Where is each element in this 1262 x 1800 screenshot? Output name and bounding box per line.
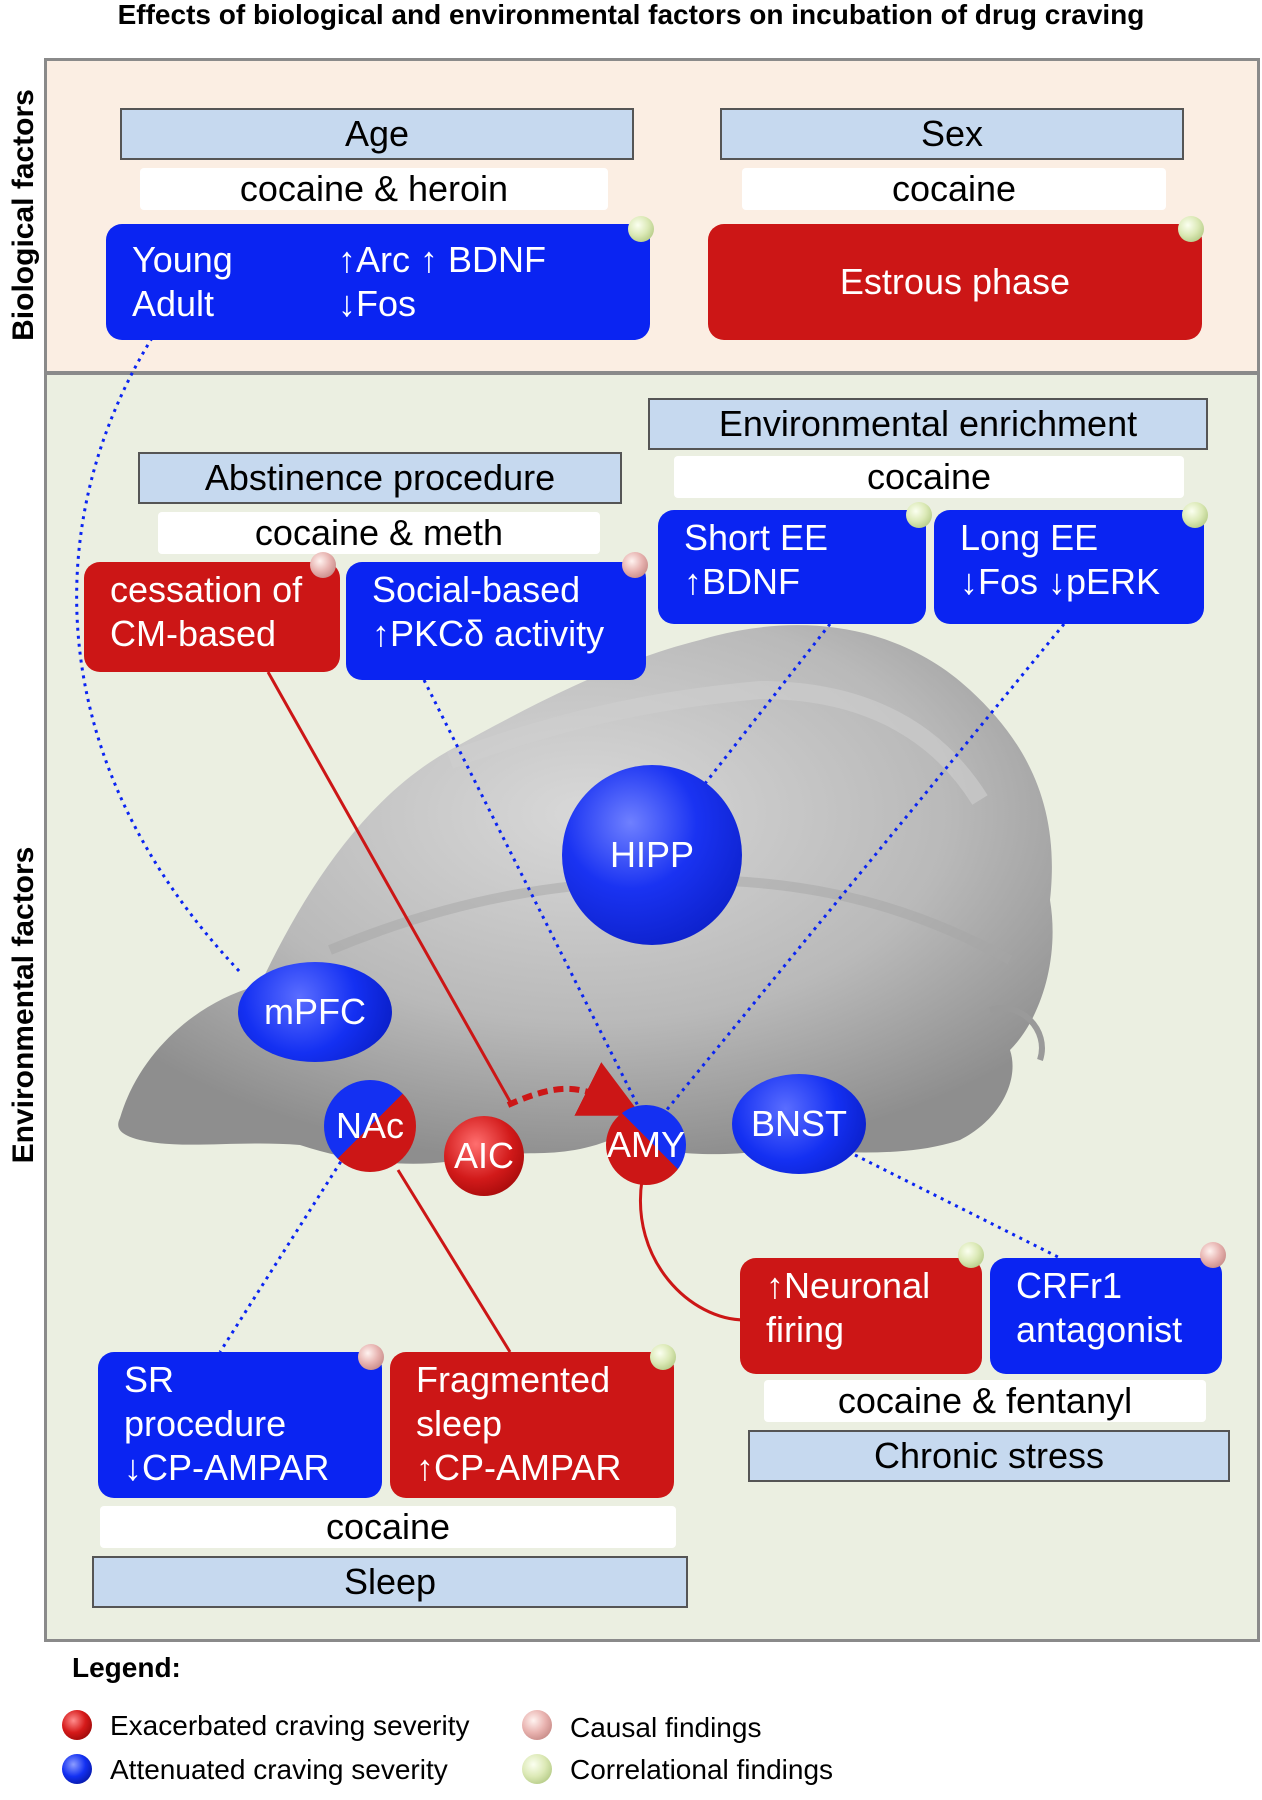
age-correlational-marker bbox=[628, 216, 654, 242]
nac-to-sr-connector bbox=[218, 1154, 347, 1353]
aic-to-amy-arrow bbox=[506, 1062, 642, 1116]
mpfc-region: mPFC bbox=[238, 962, 392, 1062]
causal-legend-label: Causal findings bbox=[570, 1712, 762, 1743]
chronic-stress-header: Chronic stress bbox=[748, 1430, 1230, 1482]
enrichment-header: Environmental enrichment bbox=[648, 398, 1208, 450]
age-markers-text: ↑Arc ↑ BDNF ↓Fos bbox=[338, 239, 547, 324]
hipp-region: HIPP bbox=[562, 765, 742, 945]
age-groups-text: Young Adult bbox=[132, 239, 233, 324]
cm-causal-marker bbox=[310, 552, 336, 578]
exacerbated-legend-swatch bbox=[62, 1710, 92, 1740]
attenuated-legend-label: Attenuated craving severity bbox=[110, 1754, 448, 1785]
long-ee-correlational-marker bbox=[1182, 502, 1208, 528]
age-to-mpfc-connector bbox=[75, 337, 242, 974]
nac-region: NAc bbox=[324, 1080, 416, 1172]
correlational-legend-label: Correlational findings bbox=[570, 1754, 834, 1785]
abstinence-header: Abstinence procedure bbox=[138, 452, 622, 504]
sex-drug-label: cocaine bbox=[742, 168, 1166, 210]
causal-legend-swatch bbox=[522, 1710, 552, 1740]
estrous-phase-box: Estrous phase bbox=[708, 224, 1202, 340]
cm-based-box: cessation of CM-based bbox=[84, 562, 340, 672]
abstinence-drug-label: cocaine & meth bbox=[158, 512, 600, 554]
age-result-box: Young Adult ↑Arc ↑ BDNF ↓Fos bbox=[106, 224, 650, 340]
nac-to-fragmented-connector bbox=[396, 1169, 512, 1353]
stress-drug-label: cocaine & fentanyl bbox=[764, 1380, 1206, 1422]
neuronal-firing-box: ↑Neuronal firing bbox=[740, 1258, 982, 1374]
amy-region: AMY bbox=[606, 1105, 686, 1185]
neuronal-correlational-marker bbox=[958, 1242, 984, 1268]
exacerbated-legend-label: Exacerbated craving severity bbox=[110, 1710, 470, 1741]
short-ee-correlational-marker bbox=[906, 502, 932, 528]
cm-to-aic-connector bbox=[266, 671, 514, 1106]
legend-title: Legend: bbox=[72, 1652, 181, 1683]
short-ee-box: Short EE ↑BDNF bbox=[658, 510, 926, 624]
social-causal-marker bbox=[622, 552, 648, 578]
crfr1-causal-marker bbox=[1200, 1242, 1226, 1268]
aic-region: AIC bbox=[444, 1116, 524, 1196]
correlational-legend-swatch bbox=[522, 1754, 552, 1784]
short-ee-to-hipp-connector bbox=[698, 623, 832, 791]
amy-to-neuronal-connector bbox=[639, 1179, 746, 1322]
sex-correlational-marker bbox=[1178, 216, 1204, 242]
bnst-to-crfr1-connector bbox=[854, 1153, 1061, 1260]
figure-title: Effects of biological and environmental … bbox=[117, 0, 1145, 30]
social-based-box: Social-based ↑PKCδ activity bbox=[346, 562, 646, 680]
sex-header: Sex bbox=[720, 108, 1184, 160]
age-drug-label: cocaine & heroin bbox=[140, 168, 608, 210]
age-header: Age bbox=[120, 108, 634, 160]
crfr1-antagonist-box: CRFr1 antagonist bbox=[990, 1258, 1222, 1374]
sr-procedure-box: SR procedure ↓CP-AMPAR bbox=[98, 1352, 382, 1498]
bnst-region: BNST bbox=[732, 1074, 866, 1174]
fragmented-sleep-box: Fragmented sleep ↑CP-AMPAR bbox=[390, 1352, 674, 1498]
sleep-header: Sleep bbox=[92, 1556, 688, 1608]
long-ee-to-amy-connector bbox=[663, 623, 1066, 1113]
fragmented-correlational-marker bbox=[650, 1344, 676, 1370]
sleep-drug-label: cocaine bbox=[100, 1506, 676, 1548]
long-ee-box: Long EE ↓Fos ↓pERK bbox=[934, 510, 1204, 624]
attenuated-legend-swatch bbox=[62, 1754, 92, 1784]
sr-causal-marker bbox=[358, 1344, 384, 1370]
social-to-amy-connector bbox=[422, 679, 642, 1111]
enrichment-drug-label: cocaine bbox=[674, 456, 1184, 498]
